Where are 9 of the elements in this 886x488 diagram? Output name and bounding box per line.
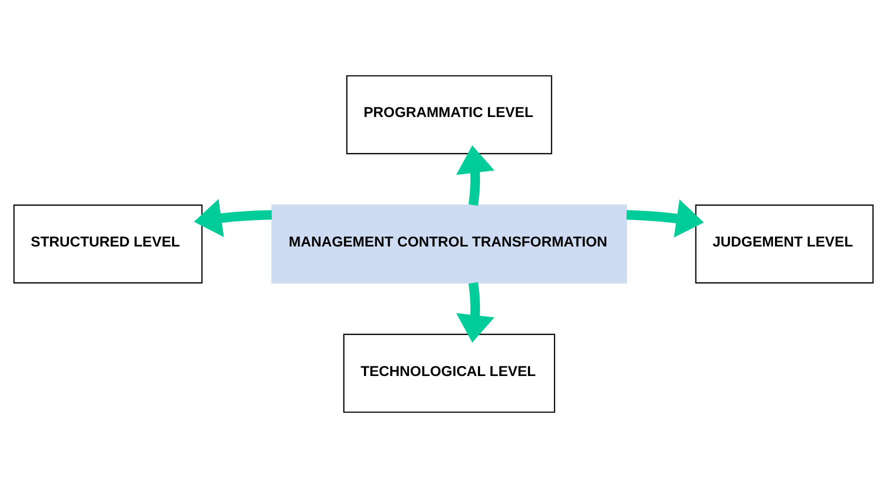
- arrow: [626, 199, 704, 238]
- node-box: STRUCTURED LEVEL: [12, 204, 202, 284]
- arrow: [456, 145, 494, 206]
- arrow: [456, 282, 494, 343]
- node-box: TECHNOLOGICAL LEVEL: [342, 334, 555, 413]
- arrow: [194, 198, 272, 238]
- node-box: MANAGEMENT CONTROL TRANSFORMATION: [270, 204, 626, 284]
- node-box: JUDGEMENT LEVEL: [694, 204, 874, 284]
- node-box: PROGRAMMATIC LEVEL: [346, 75, 552, 154]
